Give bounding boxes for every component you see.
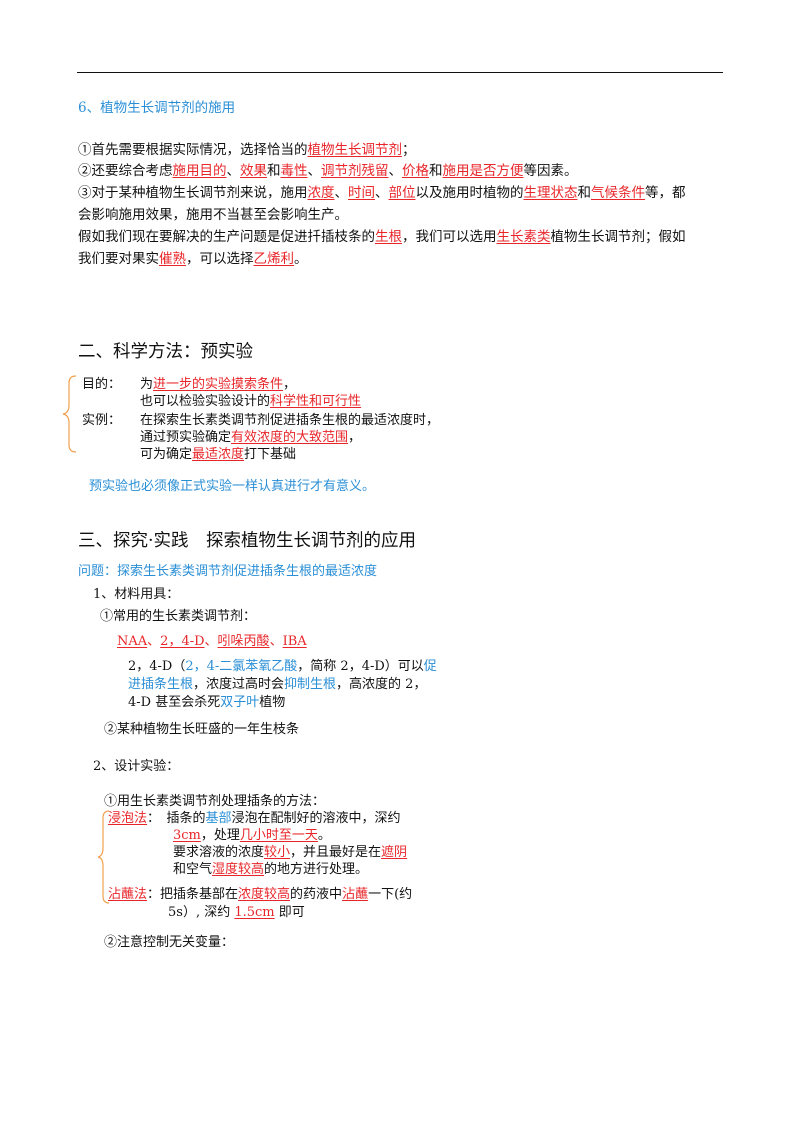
sec6-paragraph-3: ③对于某种植物生长调节剂来说，施用浓度、时间、部位以及施用时植物的生理状态和气候…: [78, 185, 686, 201]
materials-heading: 1、材料用具：: [93, 587, 180, 602]
example-line-3: 可为确定最适浓度打下基础: [140, 447, 297, 462]
example-label: 实例：: [82, 413, 122, 428]
section-3-heading: 三、探究·实践 探索植物生长调节剂的应用: [78, 531, 417, 551]
sec6-paragraph-4-line-2: 我们要对果实催熟，可以选择乙烯利。: [78, 251, 308, 267]
control-variables: ②注意控制无关变量：: [104, 935, 235, 950]
purpose-line-1: 为进一步的实验摸索条件，: [140, 377, 297, 392]
soak-method-line-1: 浸泡法： 插条的基部浸泡在配制好的溶液中，深约: [108, 811, 401, 826]
materials-item-1: ①常用的生长素类调节剂：: [100, 609, 257, 624]
method-heading: ①用生长素类调节剂处理插条的方法：: [104, 794, 326, 809]
purpose-label: 目的：: [82, 377, 122, 392]
soak-method-line-4: 和空气湿度较高的地方进行处理。: [173, 862, 369, 877]
section-2-brace: [62, 375, 77, 453]
header-rule: [77, 72, 723, 73]
section-6-heading: 6、植物生长调节剂的施用: [78, 100, 236, 116]
design-heading: 2、设计实验：: [93, 759, 180, 774]
question-line: 问题：探索生长素类调节剂促进插条生根的最适浓度: [78, 564, 378, 579]
method-brace: [97, 810, 110, 904]
reagent-list: NAA、2，4-D、吲哚丙酸、IBA: [117, 634, 307, 649]
pre-experiment-note: 预实验也必须像正式实验一样认真进行才有意义。: [89, 479, 376, 494]
sec6-paragraph-1: ①首先需要根据实际情况，选择恰当的植物生长调节剂；: [78, 142, 416, 158]
24d-line-2: 进插条生根，浓度过高时会抑制生根，高浓度的 2，: [128, 677, 427, 692]
soak-method-line-2: 3cm，处理几小时至一天。: [173, 828, 331, 843]
24d-line-1: 2，4-D（2，4-二氯苯氧乙酸，简称 2，4-D）可以促: [128, 659, 437, 674]
sec6-paragraph-3-line-2: 会影响施用效果，施用不当甚至会影响生产。: [78, 207, 348, 223]
24d-line-3: 4-D 甚至会杀死双子叶植物: [128, 695, 286, 710]
sec6-paragraph-2: ②还要综合考虑施用目的、效果和毒性、调节剂残留、价格和施用是否方便等因素。: [78, 163, 578, 179]
section-2-heading: 二、科学方法：预实验: [78, 342, 253, 362]
dip-method-line-1: 沾蘸法：把插条基部在浓度较高的药液中沾蘸一下(约: [108, 887, 413, 902]
dip-method-line-2: 5s）, 深约 1.5cm 即可: [168, 905, 305, 920]
example-line-1: 在探索生长素类调节剂促进插条生根的最适浓度时，: [140, 413, 440, 428]
purpose-line-2: 也可以检验实验设计的科学性和可行性: [140, 394, 362, 409]
example-line-2: 通过预实验确定有效浓度的大致范围，: [140, 430, 362, 445]
materials-item-2: ②某种植物生长旺盛的一年生枝条: [104, 722, 300, 737]
sec6-paragraph-4: 假如我们现在要解决的生产问题是促进扦插枝条的生根，我们可以选用生长素类植物生长调…: [78, 229, 686, 245]
soak-method-line-3: 要求溶液的浓度较小，并且最好是在遮阴: [173, 845, 408, 860]
